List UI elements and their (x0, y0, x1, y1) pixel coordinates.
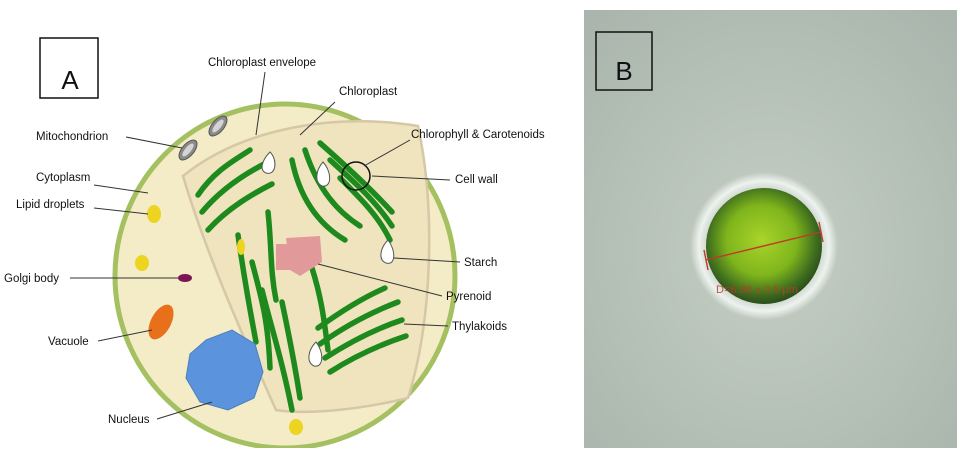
label-cell-wall: Cell wall (455, 174, 498, 186)
micrograph-panel: B D=6.88 ± 0.5 μm (584, 10, 957, 448)
label-mitochondrion: Mitochondrion (36, 131, 108, 143)
golgi-body (178, 274, 192, 282)
panel-b-letter: B (615, 56, 632, 86)
panel-a-letter: A (61, 65, 79, 95)
label-golgi-body: Golgi body (4, 273, 59, 285)
label-nucleus: Nucleus (108, 414, 150, 426)
cell-diagram: A (0, 0, 580, 448)
cell-diagram-panel: A (0, 0, 580, 448)
label-thylakoids: Thylakoids (452, 321, 507, 333)
label-chloroplast: Chloroplast (339, 86, 398, 98)
measurement-label: D=6.88 ± 0.5 μm (716, 284, 798, 296)
label-cytoplasm: Cytoplasm (36, 172, 90, 184)
label-lipid-droplets: Lipid droplets (16, 199, 85, 211)
label-vacuole: Vacuole (48, 336, 89, 348)
label-chloroplast-envelope: Chloroplast envelope (208, 57, 316, 69)
label-chlorophyll-carotenoids: Chlorophyll & Carotenoids (411, 129, 545, 141)
micrograph: B D=6.88 ± 0.5 μm (584, 10, 957, 448)
label-starch: Starch (464, 257, 497, 269)
label-pyrenoid: Pyrenoid (446, 291, 491, 303)
pyrenoid-part (276, 244, 290, 270)
